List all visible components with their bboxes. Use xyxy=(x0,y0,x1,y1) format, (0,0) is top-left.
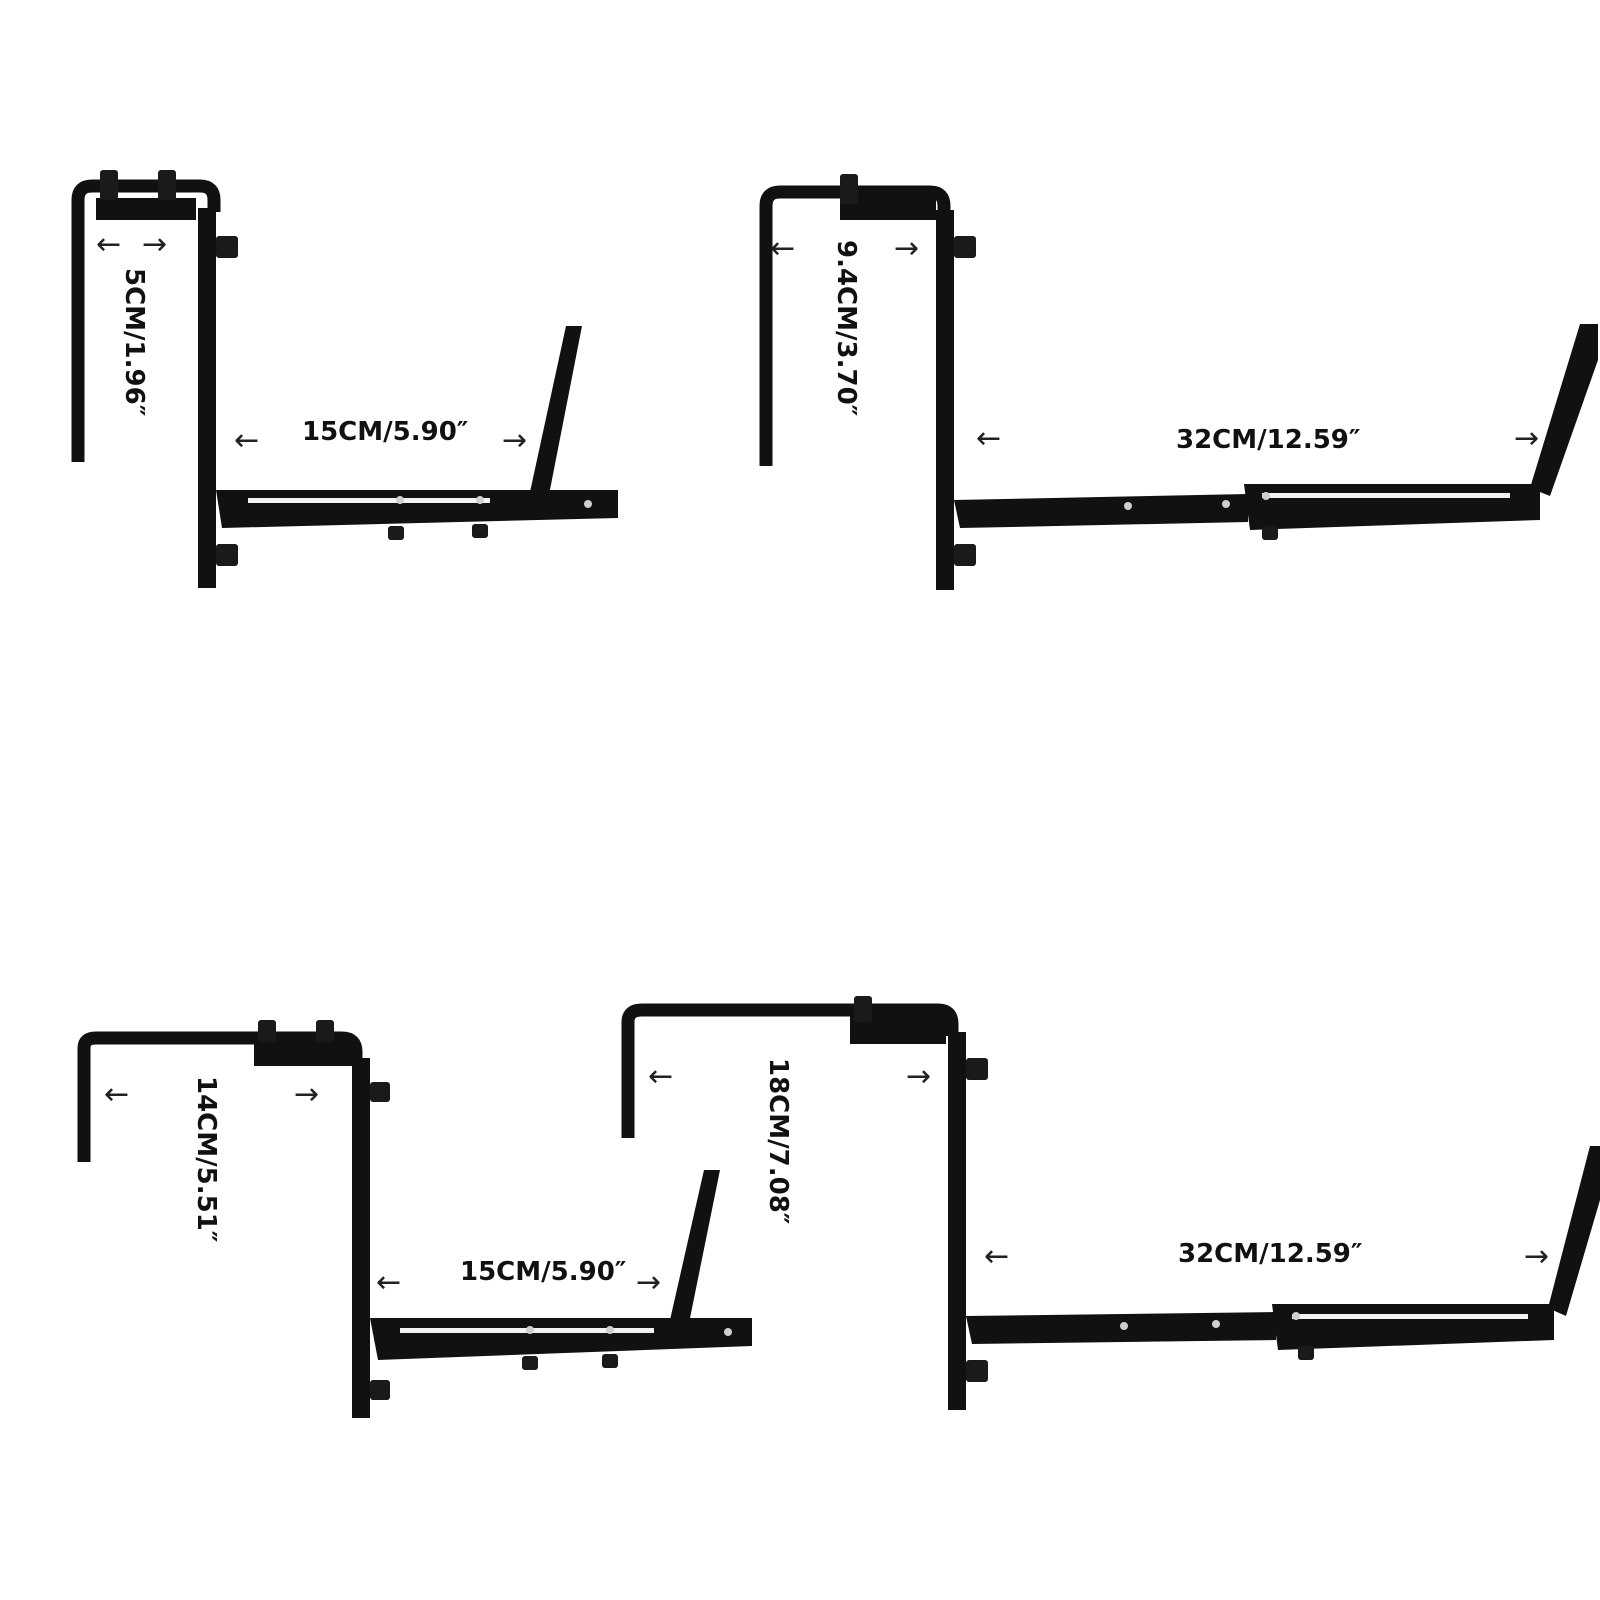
screw-icon xyxy=(954,544,976,566)
knob-icon xyxy=(316,1020,334,1042)
base-dimension-label: 15CM/5.90″ xyxy=(302,417,468,447)
hole-icon xyxy=(1212,1320,1220,1328)
right-arrow-icon: → xyxy=(1514,421,1539,456)
screw-icon xyxy=(966,1360,988,1382)
left-arrow-icon: ← xyxy=(96,227,121,262)
slot-bottom-right xyxy=(1292,1314,1528,1319)
bracket-bottom-left: ← → 14CM/5.51″ ← 15CM/5.90″ → xyxy=(77,1020,752,1418)
post-bottom-left xyxy=(352,1058,370,1418)
screw-icon xyxy=(954,236,976,258)
hook-bottom-right xyxy=(621,1003,959,1138)
right-arrow-icon: → xyxy=(906,1059,931,1094)
knob-icon xyxy=(602,1354,618,1368)
knob-icon xyxy=(158,170,176,200)
knob-icon xyxy=(472,524,488,538)
knob-icon xyxy=(100,170,118,200)
hook-dimension-label: 9.4CM/3.70″ xyxy=(831,240,861,416)
hole-icon xyxy=(1262,492,1270,500)
right-arrow-icon: → xyxy=(294,1077,319,1112)
hole-icon xyxy=(1120,1322,1128,1330)
base-dimension-label: 15CM/5.90″ xyxy=(460,1257,626,1287)
screw-icon xyxy=(370,1082,390,1102)
hole-icon xyxy=(526,1326,534,1334)
left-arrow-icon: ← xyxy=(984,1239,1009,1274)
hole-icon xyxy=(584,500,592,508)
base-arm-inner-top-right xyxy=(954,494,1248,528)
left-arrow-icon: ← xyxy=(770,231,795,266)
base-dimension-label: 32CM/12.59″ xyxy=(1178,1239,1363,1269)
left-arrow-icon: ← xyxy=(104,1077,129,1112)
screw-icon xyxy=(216,544,238,566)
hole-icon xyxy=(1292,1312,1300,1320)
base-arm-outer-bottom-right xyxy=(1272,1304,1554,1350)
left-arrow-icon: ← xyxy=(648,1059,673,1094)
hook-top-left xyxy=(71,179,221,462)
bracket-top-left: ← → 5CM/1.96″ ← 15CM/5.90″ → xyxy=(71,170,618,588)
knob-icon xyxy=(258,1020,276,1042)
hook-clamp-top-right xyxy=(840,198,936,220)
base-arm-top-left xyxy=(216,490,618,528)
hole-icon xyxy=(1222,500,1230,508)
knob-icon xyxy=(1262,526,1278,540)
post-top-left xyxy=(198,208,216,588)
left-arrow-icon: ← xyxy=(976,421,1001,456)
screw-icon xyxy=(966,1058,988,1080)
hook-dimension-label: 14CM/5.51″ xyxy=(191,1076,221,1242)
right-arrow-icon: → xyxy=(636,1265,661,1300)
hook-bottom-left xyxy=(77,1031,363,1162)
front-lip-bottom-right xyxy=(1548,1146,1600,1316)
hole-icon xyxy=(476,496,484,504)
left-arrow-icon: ← xyxy=(376,1265,401,1300)
hole-icon xyxy=(724,1328,732,1336)
base-dimension-label: 32CM/12.59″ xyxy=(1176,425,1361,455)
right-arrow-icon: → xyxy=(1524,1239,1549,1274)
base-arm-outer-top-right xyxy=(1244,484,1540,530)
hook-dimension-label: 5CM/1.96″ xyxy=(119,268,149,416)
front-lip-bottom-left xyxy=(670,1170,720,1328)
base-arm-bottom-left xyxy=(370,1318,752,1360)
front-lip-top-right xyxy=(1530,324,1598,496)
right-arrow-icon: → xyxy=(142,227,167,262)
right-arrow-icon: → xyxy=(502,423,527,458)
slot-top-left xyxy=(248,498,490,503)
front-lip-top-left xyxy=(530,326,582,500)
hole-icon xyxy=(396,496,404,504)
post-top-right xyxy=(936,210,954,590)
screw-icon xyxy=(216,236,238,258)
bracket-top-right: ← → 9.4CM/3.70″ ← 32CM/12.59″ → xyxy=(759,174,1598,590)
knob-icon xyxy=(854,996,872,1022)
hole-icon xyxy=(1124,502,1132,510)
post-bottom-right xyxy=(948,1032,966,1410)
hook-clamp-top-left xyxy=(96,198,196,220)
bracket-bottom-right: ← → 18CM/7.08″ ← 32CM/12.59″ → xyxy=(621,996,1600,1410)
slot-top-right xyxy=(1262,493,1510,498)
left-arrow-icon: ← xyxy=(234,423,259,458)
knob-icon xyxy=(388,526,404,540)
right-arrow-icon: → xyxy=(894,231,919,266)
screw-icon xyxy=(370,1380,390,1400)
hole-icon xyxy=(606,1326,614,1334)
knob-icon xyxy=(522,1356,538,1370)
hook-dimension-label: 18CM/7.08″ xyxy=(763,1058,793,1224)
knob-icon xyxy=(1298,1346,1314,1360)
knob-icon xyxy=(840,174,858,204)
